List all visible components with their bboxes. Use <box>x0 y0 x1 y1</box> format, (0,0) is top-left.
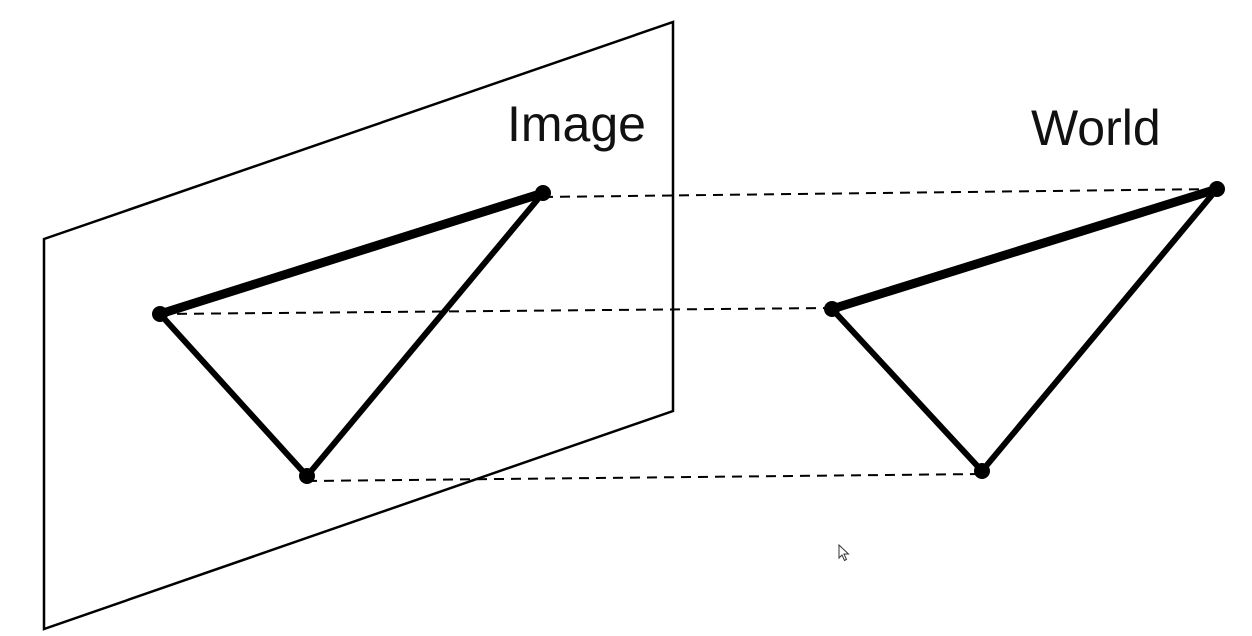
image-triangle <box>152 185 551 484</box>
world-label: World <box>1031 100 1161 156</box>
image-triangle-edge-right <box>304 190 546 479</box>
world-vertex-left <box>824 301 840 317</box>
projection-line-bottom <box>306 473 983 482</box>
image-vertex-bottom <box>299 468 315 484</box>
world-triangle <box>824 181 1225 479</box>
world-vertex-bottom <box>974 463 990 479</box>
projection-line-top <box>542 188 1217 198</box>
world-triangle-edge-top <box>827 184 1222 314</box>
image-triangle-edge-left <box>157 311 310 479</box>
mouse-pointer-icon <box>838 544 850 562</box>
world-triangle-edge-right <box>979 186 1220 474</box>
image-label: Image <box>507 96 646 152</box>
image-vertex-top <box>535 185 551 201</box>
world-triangle-edge-left <box>829 306 985 474</box>
image-triangle-edge-top <box>155 188 548 319</box>
image-vertex-left <box>152 306 168 322</box>
image-plane <box>42 20 675 631</box>
projection-line-middle <box>159 307 833 315</box>
world-vertex-top <box>1209 181 1225 197</box>
